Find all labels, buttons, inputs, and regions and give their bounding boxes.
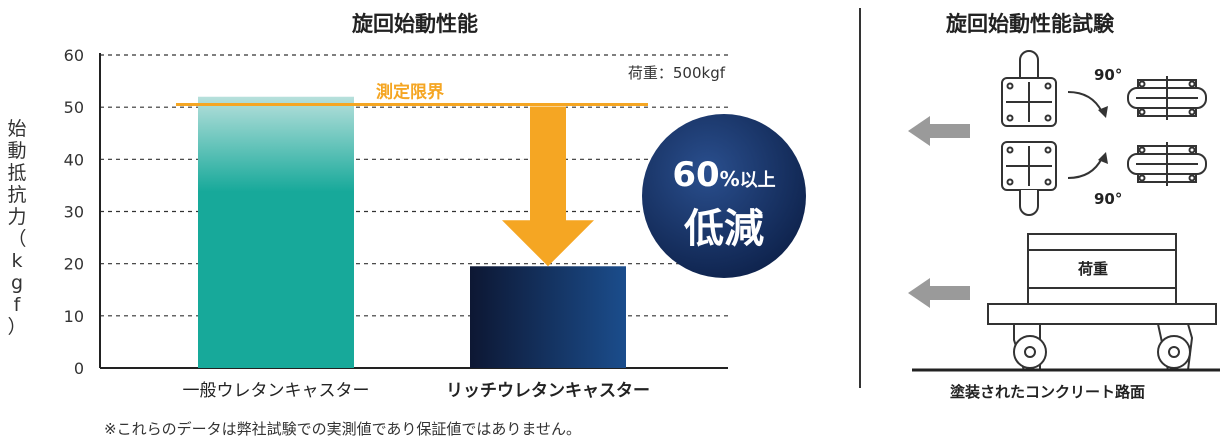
y-axis-label-char: ）	[7, 316, 27, 338]
chart-title: 旋回始動性能	[352, 12, 478, 36]
footnote: ※これらのデータは弊社試験での実測値であり保証値ではありません。	[104, 420, 581, 438]
direction-arrow-icon	[908, 278, 970, 308]
y-axis-label-char: 抗	[7, 184, 27, 206]
y-axis-label-char: g	[10, 272, 24, 294]
reduction-badge	[642, 114, 806, 278]
bar	[198, 96, 354, 368]
badge-line-2: 低減	[684, 206, 764, 252]
y-tick-label: 20	[64, 255, 84, 274]
caster-rotated-icon	[1127, 142, 1207, 186]
caster-side-view-icon	[1156, 323, 1194, 371]
caster-rotated-icon	[1127, 76, 1207, 120]
load-box	[1027, 233, 1177, 305]
arrowhead	[1098, 152, 1108, 164]
y-axis-label-char: k	[11, 250, 23, 272]
y-axis-label-char: 力	[7, 206, 27, 228]
caster-side-view-icon	[1013, 323, 1047, 371]
y-tick-label: 40	[64, 150, 84, 169]
bar-chart: 0 10 20 30 40 50 60 一般ウレタンキャスター リッチウレタンキャスター 測定…	[64, 46, 806, 401]
y-tick-label: 0	[74, 359, 84, 378]
x-tick-label: リッチウレタンキャスター	[446, 381, 650, 401]
direction-arrow-icon	[908, 116, 970, 146]
y-axis-label-char: 始	[7, 118, 27, 140]
rotate-arrow-icon	[1067, 91, 1103, 113]
y-axis-label-char: 動	[7, 140, 27, 162]
y-axis-label-char: 抵	[7, 162, 27, 184]
angle-label-bottom: 90°	[1094, 190, 1122, 208]
y-tick-label: 50	[64, 98, 84, 117]
test-diagram: 90° 90°	[908, 50, 1220, 372]
arrowhead	[1098, 106, 1108, 118]
load-label: 荷重	[1078, 260, 1109, 278]
bar	[470, 266, 626, 368]
reduction-arrow	[502, 106, 594, 267]
y-tick-label: 10	[64, 307, 84, 326]
y-tick-label: 60	[64, 46, 84, 65]
measurement-limit-label: 測定限界	[376, 82, 444, 103]
y-axis-label-char: （	[7, 228, 27, 250]
caster-top-view-icon	[1001, 141, 1057, 216]
test-panel-title: 旋回始動性能試験	[946, 12, 1114, 36]
angle-label-top: 90°	[1094, 66, 1122, 84]
surface-caption: 塗装されたコンクリート路面	[950, 383, 1146, 401]
caster-top-view-icon	[1001, 50, 1057, 127]
x-tick-label: 一般ウレタンキャスター	[183, 381, 370, 401]
y-axis-label-char: f	[13, 294, 21, 316]
y-tick-label: 30	[64, 203, 84, 222]
badge-line-1: 60%以上	[672, 155, 775, 195]
panel-divider	[859, 8, 861, 388]
load-note: 荷重：500kgf	[628, 64, 726, 82]
rotate-arrow-icon	[1067, 157, 1103, 179]
cart-platform	[987, 303, 1217, 325]
